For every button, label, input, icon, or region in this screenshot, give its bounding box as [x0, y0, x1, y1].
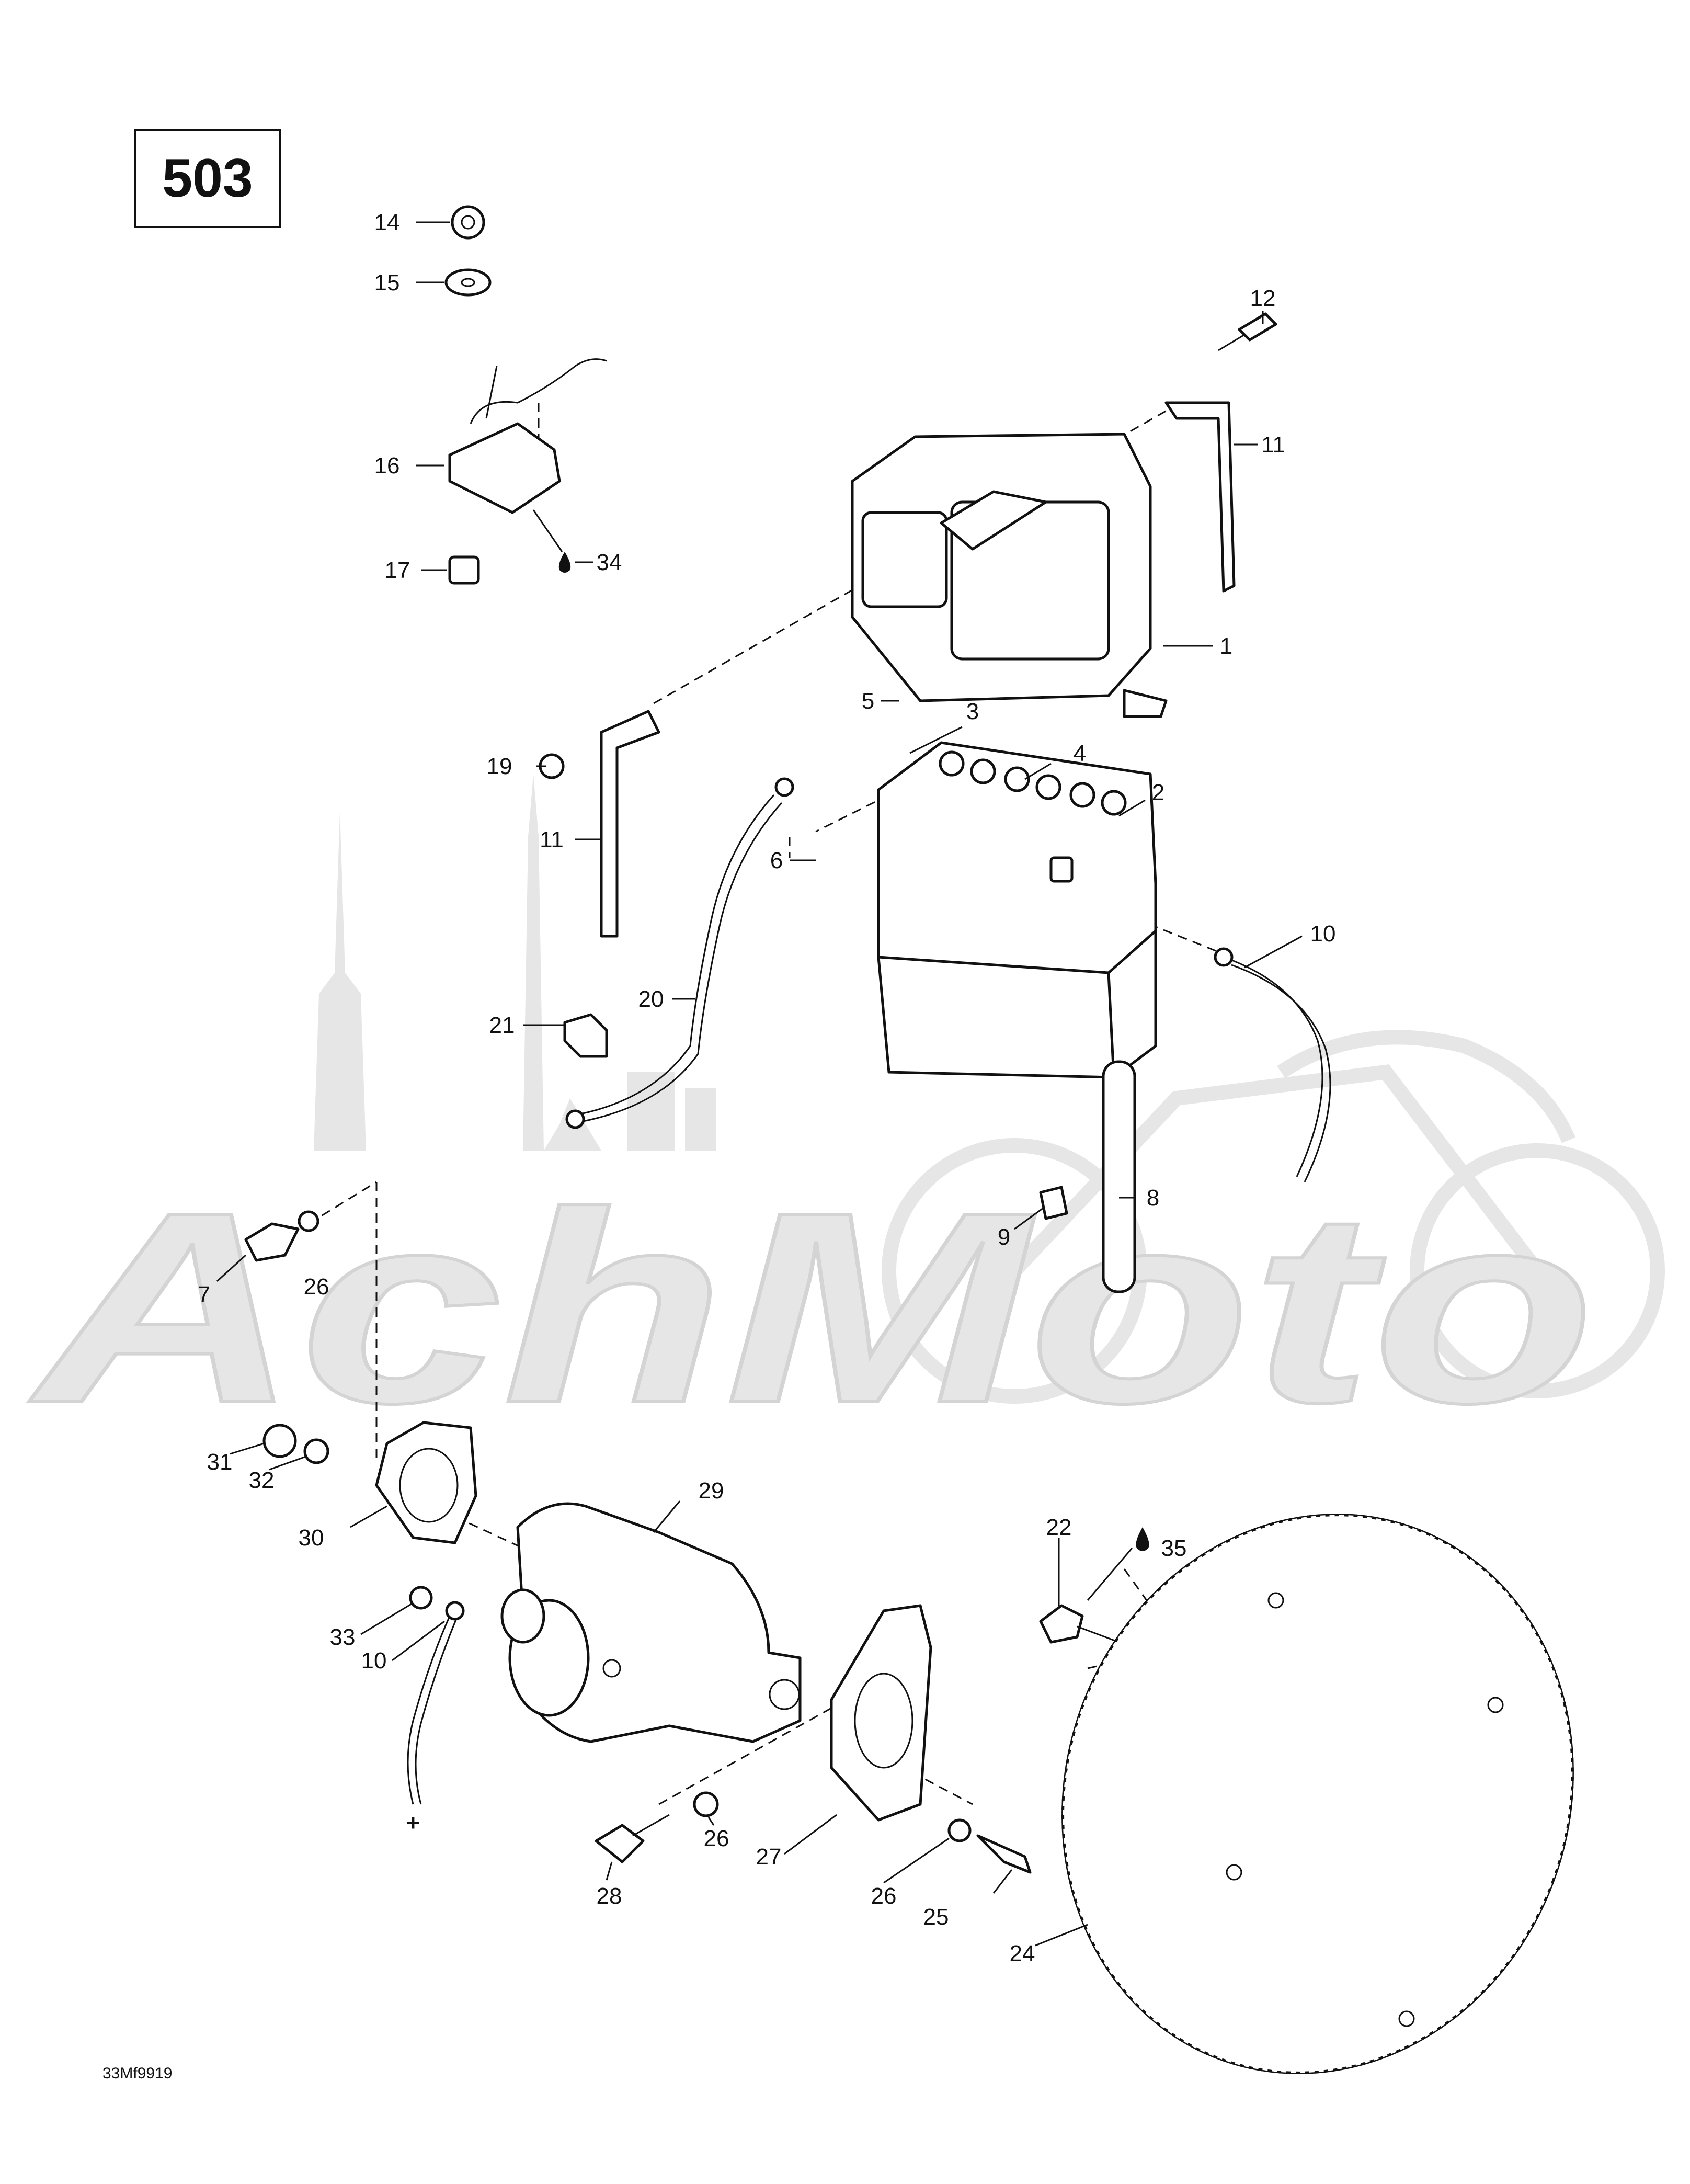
- callout-5: 5: [862, 688, 874, 714]
- figure-code: 33Mf9919: [102, 2065, 173, 2082]
- callout-8: 8: [1147, 1185, 1159, 1211]
- part-plate-30: [375, 1421, 477, 1544]
- part-starter-motor: [500, 1502, 802, 1743]
- callout-14: 14: [374, 210, 400, 235]
- callout-25: 25: [923, 1904, 949, 1930]
- callout-26-top: 26: [304, 1274, 329, 1300]
- part-battery-strap-right: [1164, 401, 1236, 593]
- part-washer-26-low: [947, 1818, 972, 1842]
- callout-10-battery: 10: [1310, 921, 1336, 947]
- diagram-number: 503: [134, 129, 281, 228]
- callout-19: 19: [487, 754, 512, 779]
- part-battery-cover: [851, 433, 1168, 718]
- callout-33: 33: [330, 1624, 356, 1650]
- callout-17: 17: [385, 558, 410, 583]
- part-bolt-22: [1039, 1604, 1120, 1644]
- callout-11-left: 11: [540, 827, 564, 852]
- part-bolt-7: [244, 1222, 300, 1262]
- callout-26-low: 26: [871, 1883, 897, 1909]
- part-clip-17: [448, 555, 480, 585]
- leader-lines: [216, 221, 1303, 1947]
- callout-34: 34: [597, 550, 622, 575]
- callout-27: 27: [756, 1844, 782, 1870]
- part-cable-10-battery: [1214, 947, 1331, 1182]
- part-washer-26-mid: [693, 1791, 719, 1817]
- callout-10-starter: 10: [361, 1648, 387, 1674]
- part-screw-28: [595, 1814, 670, 1863]
- callout-6: 6: [770, 848, 783, 873]
- part-regulator: [448, 358, 607, 514]
- drop-icon-34: [558, 552, 571, 573]
- callout-1: 1: [1220, 633, 1232, 659]
- part-clip-9: [1039, 1186, 1068, 1220]
- callout-7: 7: [198, 1282, 210, 1307]
- part-nut-14: [451, 205, 485, 240]
- part-battery-strap-left: [600, 710, 660, 938]
- part-washer-26-top: [298, 1210, 319, 1232]
- callout-11-right: 11: [1261, 432, 1285, 458]
- callout-35: 35: [1161, 1535, 1187, 1561]
- part-washer-32: [303, 1438, 329, 1464]
- callout-16: 16: [374, 453, 400, 479]
- callout-9: 9: [998, 1224, 1010, 1250]
- callout-29: 29: [699, 1478, 724, 1504]
- plus-terminal-symbol: +: [406, 1810, 420, 1836]
- part-cable-10-starter: [407, 1601, 465, 1805]
- callout-15: 15: [374, 270, 400, 295]
- callouts: 14 15 16 17 34 12 11 1 5 3 4 2 6 19 11 2…: [198, 210, 1336, 1966]
- part-screw-25: [976, 1834, 1032, 1874]
- callout-22: 22: [1046, 1515, 1072, 1540]
- callout-20: 20: [638, 986, 664, 1012]
- callout-26-mid: 26: [704, 1826, 729, 1851]
- part-tube-8: [1102, 1060, 1136, 1293]
- watermark: AchMoto: [24, 774, 1665, 1461]
- part-battery: [877, 741, 1157, 1079]
- callout-3: 3: [966, 699, 979, 724]
- drop-icon-35: [1136, 1527, 1149, 1551]
- part-bolt-12: [1218, 312, 1277, 351]
- part-cable-20: [565, 777, 794, 1129]
- part-cap-21: [563, 1013, 608, 1058]
- callout-28: 28: [597, 1883, 622, 1909]
- part-bracket-27: [830, 1604, 932, 1822]
- callout-30: 30: [299, 1525, 324, 1551]
- part-washer-15: [444, 268, 492, 297]
- callout-12: 12: [1250, 286, 1276, 311]
- callout-21: 21: [489, 1013, 515, 1038]
- part-nut-33: [409, 1586, 433, 1610]
- watermark-text: AchMoto: [25, 1156, 1595, 1460]
- part-ring-gear-24: [1061, 1514, 1574, 2074]
- callout-31: 31: [207, 1449, 233, 1475]
- callout-24: 24: [1010, 1941, 1035, 1966]
- part-nut-31: [262, 1424, 297, 1458]
- callout-32: 32: [249, 1468, 275, 1493]
- callout-2: 2: [1152, 780, 1164, 805]
- callout-4: 4: [1074, 741, 1086, 766]
